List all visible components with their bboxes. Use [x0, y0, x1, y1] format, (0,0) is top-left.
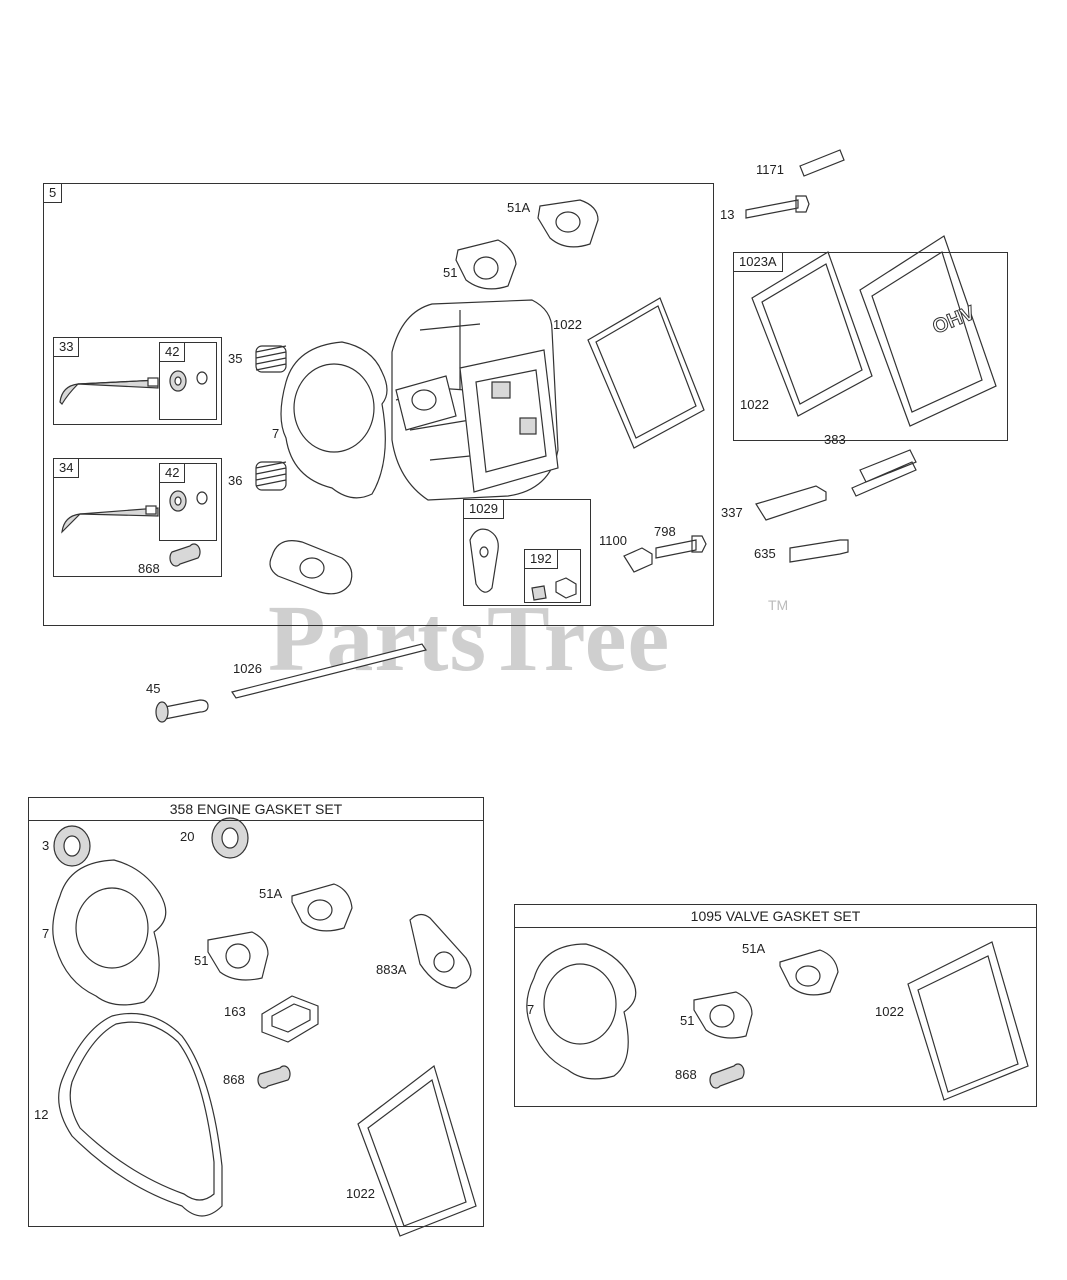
- push-rod-drawing: [231, 643, 427, 699]
- label-set-head-gasket[interactable]: 7: [42, 926, 50, 941]
- label-cover-gasket[interactable]: 1022: [553, 317, 582, 332]
- label-spark-plug[interactable]: 337: [721, 505, 743, 520]
- label-sump-gasket[interactable]: 12: [34, 1107, 49, 1122]
- label-gasket-51a[interactable]: 51A: [507, 200, 531, 215]
- rocker-nut-tag[interactable]: 192: [525, 550, 558, 569]
- label-gasket-163[interactable]: 163: [224, 1004, 246, 1019]
- engine-set-drawings: [52, 817, 477, 1237]
- label-spring-top[interactable]: 35: [228, 351, 243, 366]
- valve-cover-box: 1023A: [733, 252, 1008, 441]
- cylinder-head-drawing: [391, 299, 559, 501]
- spring-drawings: [255, 345, 287, 491]
- label-plug-boot[interactable]: 383: [824, 432, 846, 447]
- label-vset-gasket-51a[interactable]: 51A: [742, 941, 766, 956]
- head-assembly-box: 5: [43, 183, 714, 626]
- label-box-cover-gasket[interactable]: 1022: [740, 397, 769, 412]
- label-vset-gasket-51[interactable]: 51: [680, 1013, 695, 1028]
- label-gasket-51[interactable]: 51: [443, 265, 458, 280]
- intake-gasket-lower-drawing: [269, 540, 353, 595]
- rocker-arm-tag[interactable]: 1029: [464, 500, 504, 519]
- label-plug-cap[interactable]: 635: [754, 546, 776, 561]
- label-stud[interactable]: 1171: [756, 162, 784, 177]
- label-rocker-screw[interactable]: 798: [654, 524, 676, 539]
- rocker-stud-drawing: [623, 547, 653, 573]
- valve-gasket-set-title[interactable]: 1095 VALVE GASKET SET: [515, 905, 1036, 928]
- label-push-rod[interactable]: 1026: [233, 661, 262, 676]
- label-vset-cover-gasket[interactable]: 1022: [875, 1004, 904, 1019]
- retainer-top-drawing: [169, 370, 208, 392]
- intake-valve-drawing: [61, 490, 208, 567]
- retainer-tag-top[interactable]: 42: [160, 343, 186, 362]
- plug-boot-drawing: [851, 449, 917, 497]
- plug-cap-drawing: [789, 539, 849, 563]
- valve-gasket-set-box: 1095 VALVE GASKET SET: [514, 904, 1037, 1107]
- label-vset-seal-868[interactable]: 868: [675, 1067, 697, 1082]
- bolt-drawing: [745, 195, 810, 219]
- label-seal-3[interactable]: 3: [42, 838, 50, 853]
- retainer-box-bottom: 42: [159, 463, 217, 541]
- exhaust-valve-box: 33: [53, 337, 222, 425]
- watermark: PartsTree: [268, 587, 671, 691]
- label-set-seal-868[interactable]: 868: [223, 1072, 245, 1087]
- label-bolt[interactable]: 13: [720, 207, 735, 222]
- rocker-screw-drawing: [655, 535, 707, 559]
- label-valve-seal[interactable]: 868: [138, 561, 160, 576]
- engine-gasket-set-title[interactable]: 358 ENGINE GASKET SET: [29, 798, 483, 821]
- gasket-51-drawing: [455, 239, 517, 290]
- rocker-nut-box: 192: [524, 549, 581, 603]
- engine-gasket-set-box: 358 ENGINE GASKET SET: [28, 797, 484, 1227]
- stud-drawing: [799, 149, 845, 177]
- valve-set-drawings: [526, 941, 1029, 1101]
- valve-cover-tag[interactable]: 1023A: [734, 253, 783, 272]
- box-cover-gasket-drawing: [751, 251, 873, 417]
- label-set-gasket-51[interactable]: 51: [194, 953, 209, 968]
- label-set-cover-gasket[interactable]: 1022: [346, 1186, 375, 1201]
- watermark-tm: TM: [768, 597, 789, 613]
- label-tappet[interactable]: 45: [146, 681, 161, 696]
- spark-plug-drawing: [755, 485, 827, 521]
- label-vset-head-gasket[interactable]: 7: [527, 1002, 535, 1017]
- label-rocker-stud[interactable]: 1100: [599, 533, 627, 548]
- tappet-drawing: [159, 699, 209, 721]
- rocker-arm-drawing: [469, 528, 577, 601]
- head-assembly-tag[interactable]: 5: [44, 184, 63, 203]
- valve-cover-drawing: OHV: [859, 235, 997, 427]
- exhaust-valve-tag[interactable]: 33: [54, 338, 80, 357]
- retainer-box-top: 42: [159, 342, 217, 420]
- rocker-arm-box: 1029: [463, 499, 591, 606]
- label-gasket-883a[interactable]: 883A: [376, 962, 407, 977]
- label-set-gasket-51a[interactable]: 51A: [259, 886, 283, 901]
- intake-valve-box: 34: [53, 458, 222, 577]
- label-spring-bottom[interactable]: 36: [228, 473, 243, 488]
- gasket-51a-drawing: [537, 199, 599, 248]
- intake-valve-tag[interactable]: 34: [54, 459, 80, 478]
- retainer-tag-bottom[interactable]: 42: [160, 464, 186, 483]
- label-seal-20[interactable]: 20: [180, 829, 195, 844]
- cover-gasket-drawing: [587, 297, 705, 449]
- head-gasket-drawing: [280, 341, 388, 499]
- exhaust-valve-drawing: [59, 377, 159, 405]
- label-head-gasket[interactable]: 7: [272, 426, 280, 441]
